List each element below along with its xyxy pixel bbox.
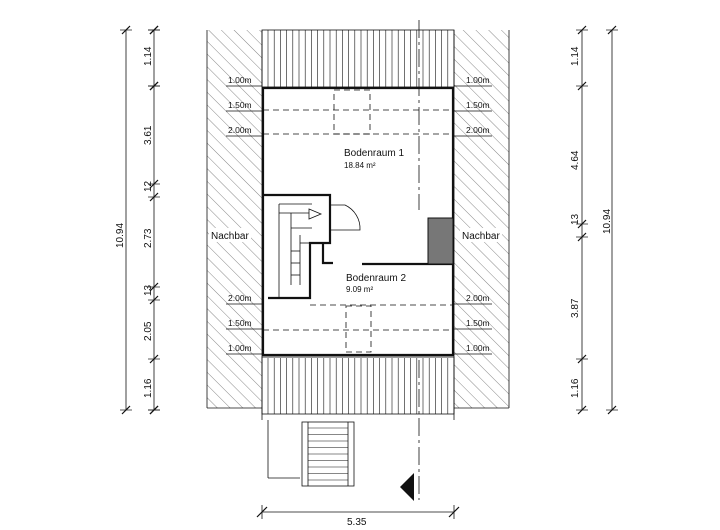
neighbor-left-hatch: [207, 30, 262, 408]
room-2-name: Bodenraum 2: [346, 273, 406, 284]
drawing-stroke: [149, 179, 159, 189]
drawing-stroke: [577, 25, 587, 35]
dim-left-1: 1.14: [143, 46, 154, 66]
dim-right-4: 3.87: [570, 298, 581, 318]
dim-left-2: 3.61: [143, 125, 154, 145]
drawing-stroke: [607, 25, 617, 35]
stair-direction-arrow-icon: [308, 208, 323, 220]
drawing-stroke: [149, 81, 159, 91]
dim-right-2: 4.64: [570, 150, 581, 170]
drawing-stroke: [149, 295, 159, 305]
level-label-right-bottom-3: 1.00m: [466, 343, 490, 353]
neighbor-left-label: Nachbar: [211, 231, 249, 242]
dimension-chain-right: 1.14 4.64 13 3.87 1.16 10.94: [570, 25, 618, 415]
drawing-stroke: [149, 282, 159, 292]
level-label-left-top-1: 1.00m: [228, 75, 252, 85]
drawing-stroke: [577, 405, 587, 415]
level-labels: 1.00m 1.50m 2.00m 1.00m 1.50m 2.00m 2.00…: [226, 75, 492, 355]
dim-left-7: 1.16: [143, 378, 154, 398]
drawing-stroke: [577, 354, 587, 364]
dim-left-total: 10.94: [115, 223, 126, 248]
dim-right-total: 10.94: [602, 209, 613, 234]
exterior-stair: [267, 420, 414, 501]
dim-left-4: 2.73: [143, 228, 154, 248]
neighbor-right-hatch: [454, 30, 509, 408]
staircase-core: [263, 193, 361, 300]
dimension-bottom: 5.35: [256, 505, 460, 528]
room-1-area: 18.84 m²: [344, 161, 376, 170]
north-arrow-icon: [400, 473, 414, 501]
roof-eave-top: [261, 29, 455, 88]
height-lines-top: [263, 89, 453, 135]
level-label-right-top-3: 2.00m: [466, 125, 490, 135]
dim-left-6: 2.05: [143, 321, 154, 341]
dim-right-1: 1.14: [570, 46, 581, 66]
interior-partition: [362, 217, 454, 266]
level-label-left-bottom-3: 1.00m: [228, 343, 252, 353]
drawing-stroke: [577, 219, 587, 229]
room-2-area: 9.09 m²: [346, 285, 373, 294]
level-label-left-top-2: 1.50m: [228, 100, 252, 110]
level-label-right-top-2: 1.50m: [466, 100, 490, 110]
dim-left-5: 13: [143, 284, 154, 296]
level-label-right-bottom-2: 1.50m: [466, 318, 490, 328]
dim-right-5: 1.16: [570, 378, 581, 398]
dim-bottom-width: 5.35: [347, 517, 367, 528]
drawing-stroke: [607, 405, 617, 415]
drawing-stroke: [149, 25, 159, 35]
drawing-stroke: [149, 192, 159, 202]
dim-left-3: 12: [143, 180, 154, 192]
drawing-stroke: [121, 405, 131, 415]
level-label-left-bottom-2: 1.50m: [228, 318, 252, 328]
drawing-stroke: [577, 81, 587, 91]
neighbor-right-label: Nachbar: [462, 231, 500, 242]
room-1-name: Bodenraum 1: [344, 148, 404, 159]
drawing-stroke: [149, 405, 159, 415]
drawing-stroke: [149, 354, 159, 364]
level-label-left-top-3: 2.00m: [228, 125, 252, 135]
level-label-right-bottom-1: 2.00m: [466, 293, 490, 303]
drawing-stroke: [577, 232, 587, 242]
height-lines-bottom: [263, 304, 453, 353]
dimension-chain-left: 10.94 1.14 3.61 12 2.73 13 2.05 1.16: [115, 25, 160, 415]
level-label-left-bottom-1: 2.00m: [228, 293, 252, 303]
dim-right-3: 13: [570, 213, 581, 225]
roof-eave-bottom: [261, 356, 455, 415]
chimney-shaft: [427, 217, 454, 265]
drawing-stroke: [121, 25, 131, 35]
door-swing: [330, 204, 361, 231]
level-label-right-top-1: 1.00m: [466, 75, 490, 85]
